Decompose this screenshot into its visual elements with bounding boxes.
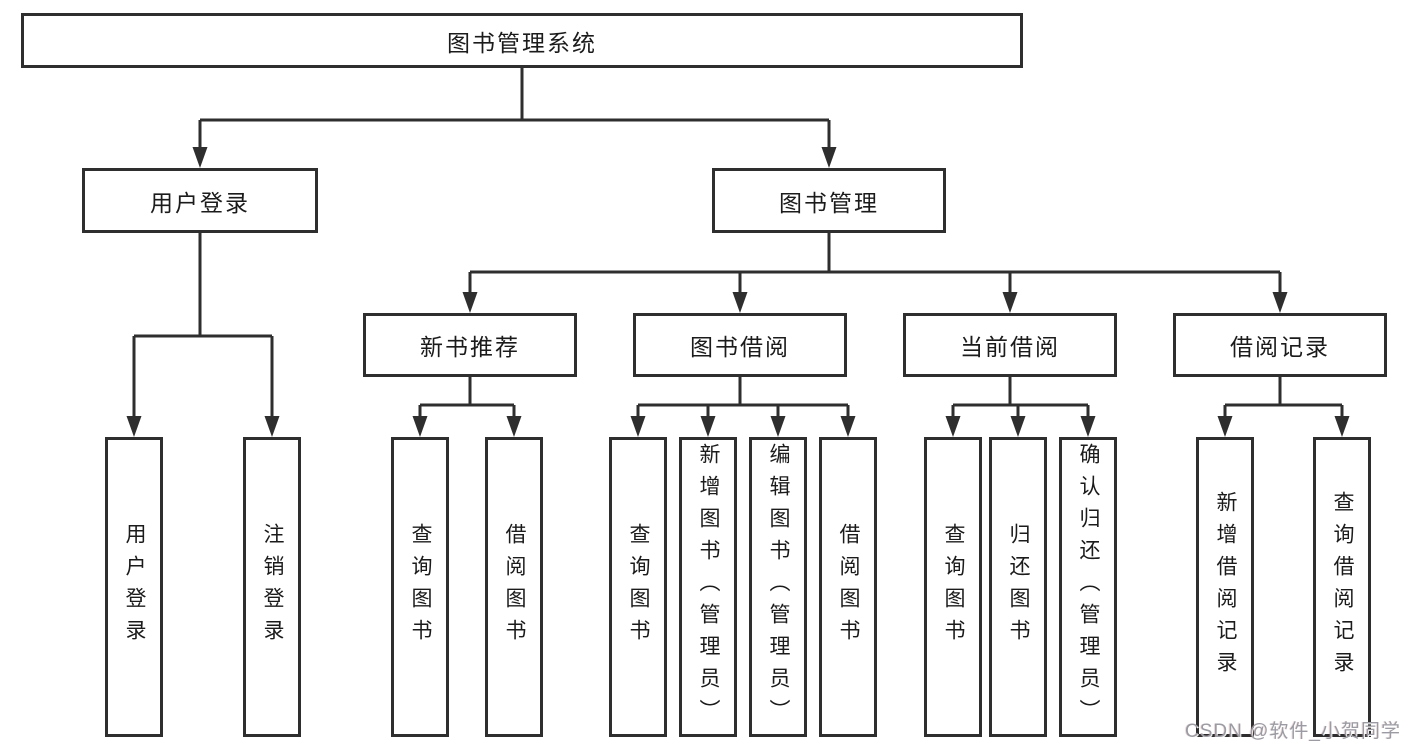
leaf-borrow-add-books-admin-label: 新增图书（管理员） — [697, 443, 720, 731]
node-borrow-records: 借阅记录 — [1173, 313, 1387, 377]
leaf-recommend-query-books: 查询图书 — [391, 437, 449, 737]
leaf-current-return-books-label: 归还图书 — [1007, 523, 1030, 651]
leaf-logout: 注销登录 — [243, 437, 301, 737]
leaf-borrow-query-books-label: 查询图书 — [627, 523, 650, 651]
node-root: 图书管理系统 — [21, 13, 1023, 68]
node-book-management: 图书管理 — [712, 168, 946, 233]
leaf-current-query-books-label: 查询图书 — [942, 523, 965, 651]
leaf-records-add-record: 新增借阅记录 — [1196, 437, 1254, 737]
connector-current-to-leaves — [951, 377, 1090, 421]
leaf-recommend-query-books-label: 查询图书 — [409, 523, 432, 651]
connector-mgmt-to-modules — [468, 233, 1282, 297]
leaf-borrow-edit-books-admin: 编辑图书（管理员） — [749, 437, 807, 737]
connector-login-to-leaves — [132, 233, 274, 421]
leaf-records-add-record-label: 新增借阅记录 — [1214, 491, 1237, 683]
leaf-borrow-borrow-books-label: 借阅图书 — [837, 523, 860, 651]
leaf-borrow-query-books: 查询图书 — [609, 437, 667, 737]
leaf-logout-label: 注销登录 — [261, 523, 284, 651]
leaf-borrow-add-books-admin: 新增图书（管理员） — [679, 437, 737, 737]
arrowheads — [126, 147, 1350, 437]
node-new-book-recommend: 新书推荐 — [363, 313, 577, 377]
leaf-user-login: 用户登录 — [105, 437, 163, 737]
node-user-login: 用户登录 — [82, 168, 318, 233]
leaf-current-confirm-return-admin: 确认归还（管理员） — [1059, 437, 1117, 737]
node-current-borrow: 当前借阅 — [903, 313, 1117, 377]
leaf-recommend-borrow-books: 借阅图书 — [485, 437, 543, 737]
node-book-borrow: 图书借阅 — [633, 313, 847, 377]
leaf-current-query-books: 查询图书 — [924, 437, 982, 737]
leaf-recommend-borrow-books-label: 借阅图书 — [503, 523, 526, 651]
leaf-borrow-borrow-books: 借阅图书 — [819, 437, 877, 737]
leaf-current-confirm-return-admin-label: 确认归还（管理员） — [1077, 443, 1100, 731]
leaf-current-return-books: 归还图书 — [989, 437, 1047, 737]
connector-records-to-leaves — [1223, 377, 1344, 421]
leaf-user-login-label: 用户登录 — [123, 523, 146, 651]
csdn-watermark: CSDN @软件_小贺同学 — [1185, 721, 1401, 742]
leaf-borrow-edit-books-admin-label: 编辑图书（管理员） — [767, 443, 790, 731]
connector-borrow-to-leaves — [636, 377, 850, 421]
leaf-records-query-record: 查询借阅记录 — [1313, 437, 1371, 737]
connector-recommend-to-leaves — [418, 377, 516, 421]
connector-root-to-branches — [198, 68, 831, 152]
leaf-records-query-record-label: 查询借阅记录 — [1331, 491, 1354, 683]
